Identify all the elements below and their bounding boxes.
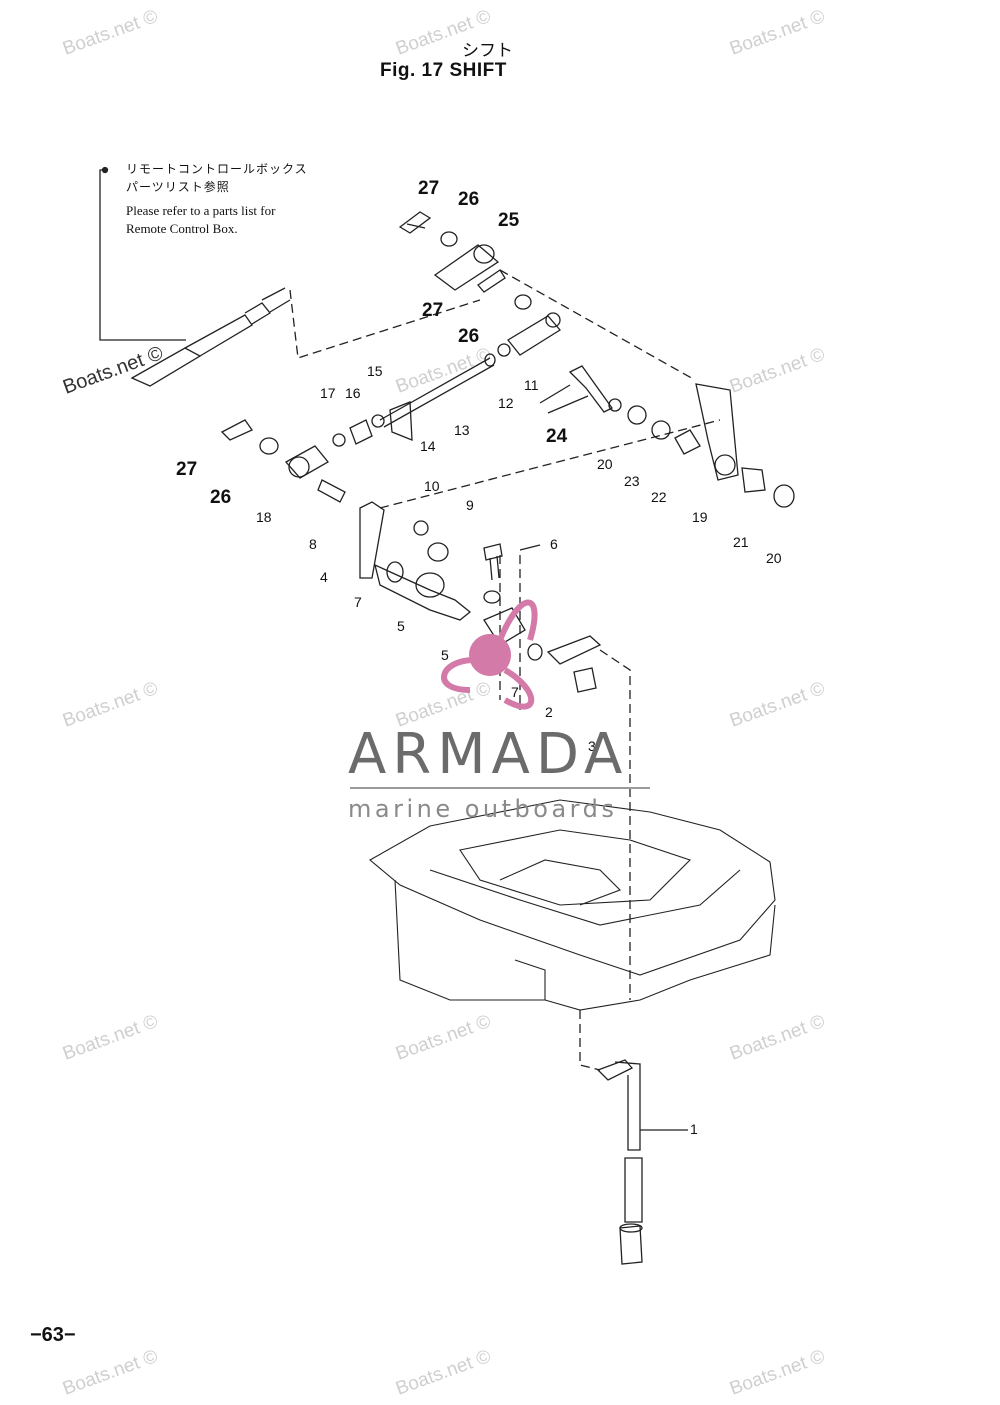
joint-18 (284, 445, 329, 479)
brand-name: ARMADA (348, 722, 629, 787)
washer-20 (773, 484, 795, 508)
page-number: −63− (30, 1324, 76, 1346)
washer-26 (514, 294, 532, 310)
figure-title: Fig. 17 SHIFT (380, 60, 507, 81)
callout-9: 9 (466, 497, 474, 513)
callout-27: 27 (176, 459, 197, 480)
note-jp-line2: パーツリスト参照 (126, 180, 230, 194)
washer-15 (371, 414, 385, 428)
callout-18: 18 (256, 509, 272, 525)
callout-7: 7 (511, 684, 519, 700)
nut-12 (497, 343, 511, 357)
collar-9 (427, 542, 449, 562)
bellcrank-19 (695, 383, 739, 481)
shaft-5 (374, 563, 472, 621)
washer-23 (651, 420, 671, 440)
spring-14 (389, 401, 413, 441)
callout-27: 27 (422, 300, 443, 321)
callout-14: 14 (420, 438, 436, 454)
callout-13: 13 (454, 422, 470, 438)
note-leader-line (99, 169, 186, 341)
nut-16 (349, 419, 373, 445)
bushing-7 (386, 561, 404, 583)
callout-4: 4 (320, 569, 328, 585)
dashed-guide (289, 289, 481, 359)
washer-26 (259, 437, 279, 455)
callout-16: 16 (345, 385, 361, 401)
callout-19: 19 (692, 509, 708, 525)
washer-26 (440, 231, 458, 247)
brand-tagline: marine outboards (348, 795, 618, 823)
bolt-6 (483, 543, 503, 561)
callout-20: 20 (766, 550, 782, 566)
callout-3: 3 (588, 738, 596, 754)
bolt-24 (568, 365, 613, 413)
callout-25: 25 (498, 210, 520, 231)
note-en-line2: Remote Control Box. (126, 221, 238, 236)
callout-26: 26 (210, 487, 231, 508)
bottom-cowling (369, 799, 776, 1011)
callout-5: 5 (397, 618, 405, 634)
bushing-7 (527, 643, 543, 661)
note-en-line1: Please refer to a parts list for (126, 203, 276, 218)
callout-26: 26 (458, 189, 479, 210)
joint-11 (507, 315, 561, 356)
clip-27 (398, 211, 432, 234)
callout-27: 27 (418, 178, 439, 199)
callout-22: 22 (651, 489, 667, 505)
washer-20 (627, 405, 647, 425)
collar-22 (674, 429, 701, 455)
rod-13 (379, 357, 495, 428)
callout-23: 23 (624, 473, 640, 489)
reference-note: リモートコントロールボックス パーツリスト参照 Please refer to … (126, 160, 356, 238)
callout-17: 17 (320, 385, 336, 401)
callout-15: 15 (367, 363, 383, 379)
callout-21: 21 (733, 534, 749, 550)
washer-10 (413, 520, 429, 536)
callout-26: 26 (458, 326, 479, 347)
callout-6: 6 (550, 536, 558, 552)
callout-11: 11 (524, 377, 539, 393)
joint-25 (433, 244, 500, 291)
remote-cable (130, 287, 291, 387)
clip-27 (220, 419, 253, 441)
shift-rod-1 (596, 1059, 643, 1265)
brand-logo (441, 599, 538, 710)
shift-lever-4 (359, 501, 385, 579)
nut-3 (573, 667, 597, 693)
shift-arm-2 (546, 635, 602, 665)
callout-1: 1 (690, 1121, 698, 1137)
figure-title-japanese: シフト (462, 41, 513, 61)
collar-21 (741, 467, 766, 493)
note-jp-line1: リモートコントロールボックス (126, 162, 308, 176)
callout-24: 24 (546, 426, 568, 447)
clip-27 (477, 269, 506, 293)
pin-8 (317, 479, 346, 503)
callout-labels: 27 26 25 27 26 11 12 15 17 16 13 14 24 2… (176, 178, 782, 1137)
callout-2: 2 (545, 704, 553, 720)
brand-divider (350, 787, 650, 789)
callout-7: 7 (354, 594, 362, 610)
callout-10: 10 (424, 478, 440, 494)
callout-12: 12 (498, 395, 514, 411)
callout-20: 20 (597, 456, 613, 472)
callout-5: 5 (441, 647, 449, 663)
callout-8: 8 (309, 536, 317, 552)
nut-17 (332, 433, 346, 447)
